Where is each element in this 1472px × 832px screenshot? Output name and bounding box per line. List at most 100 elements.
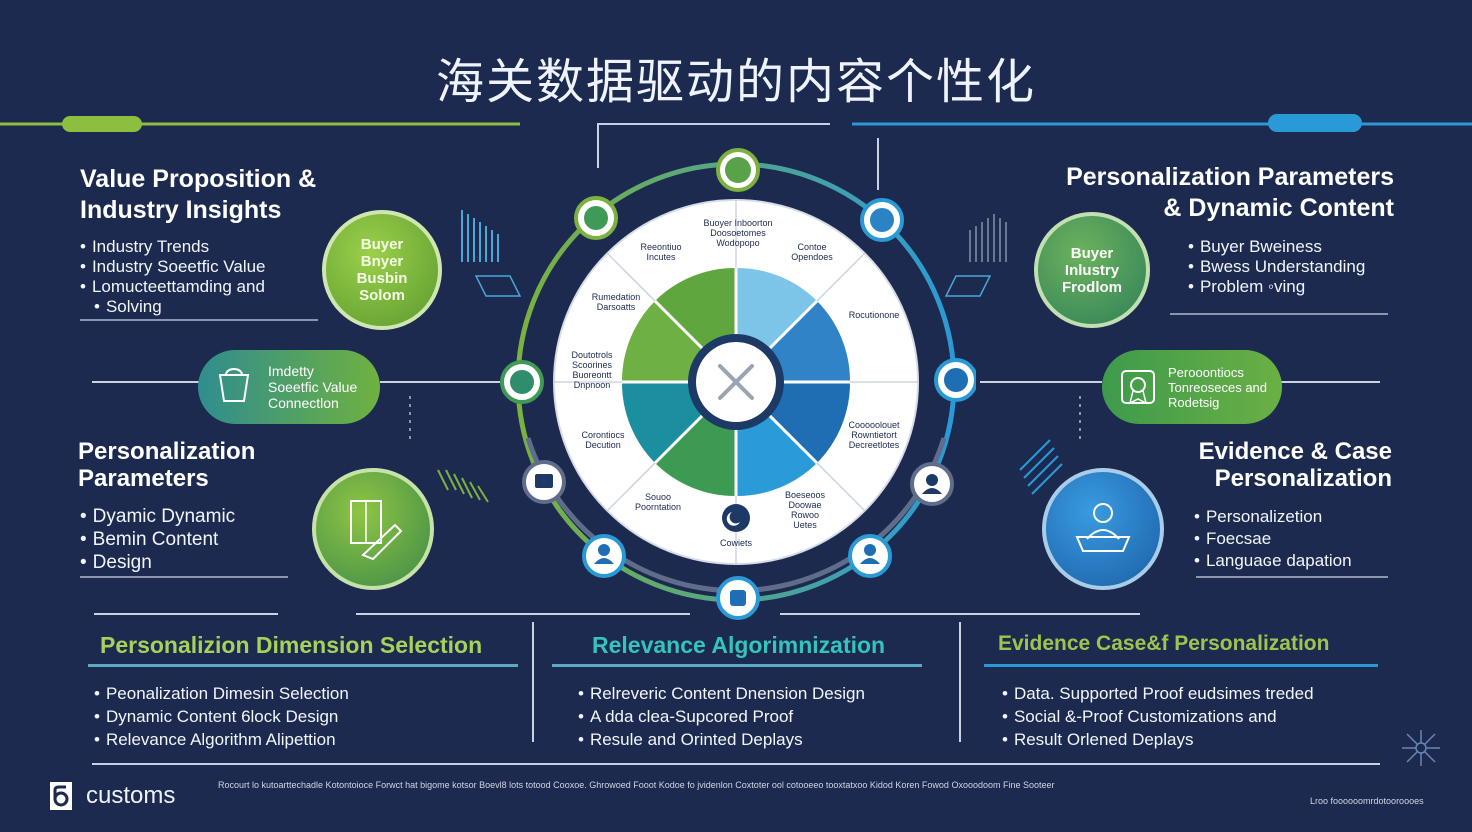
- heading-line: Personalization: [1214, 465, 1392, 492]
- pill-line: Tonreoseces and: [1168, 379, 1268, 395]
- meeting-icon: [1075, 503, 1131, 552]
- section-title-dimension: Personalizion Dimension Selection: [100, 632, 483, 658]
- user-badge-icon[interactable]: [848, 534, 892, 578]
- bubble-line: Inlustry: [1064, 261, 1120, 279]
- heading-line: Personalization: [78, 438, 256, 465]
- pill-line: Soeetfic Value: [268, 379, 358, 395]
- wheel-label-line: Rumedation: [591, 292, 641, 302]
- bubble-line: Solom: [359, 287, 405, 304]
- personalization-dynamic-heading: Personalization Parameters & Dynamic Con…: [1040, 162, 1394, 224]
- wheel-label: Contoe Opendoes: [780, 242, 844, 262]
- globe-icon[interactable]: [576, 198, 620, 242]
- page-title: 海关数据驱动的内容个性化: [435, 54, 1036, 110]
- wheel-label: Cooooolouet Rowntietort Decreetlotes: [842, 420, 906, 450]
- bubble-line: Buyer: [1070, 244, 1114, 262]
- evidence-case-list: Personalizetion Foecsae Languaɢe dapatio…: [1194, 506, 1352, 572]
- personalization-dynamic-list: Buyer Bweiness Bwess Understanding Probl…: [1188, 237, 1365, 297]
- wheel-label: Souoo Poorntation: [628, 492, 688, 512]
- list-item: Languaɢe dapation: [1194, 550, 1352, 572]
- logo-icon: [50, 782, 72, 810]
- person-icon[interactable]: [910, 462, 954, 506]
- list-item: Bwess Understanding: [1188, 257, 1365, 277]
- network-icon[interactable]: [500, 360, 544, 404]
- earth-icon[interactable]: [934, 358, 978, 402]
- wheel-label: Buoyer Inboorton Doosoetomes Wodopopo: [690, 218, 786, 248]
- pill-line: Connectlon: [268, 395, 339, 411]
- moon-icon: [726, 512, 740, 526]
- list-item: Personalizetion: [1194, 506, 1352, 528]
- list-item: Bemin Content: [80, 528, 235, 551]
- footer-fine-print: Rocourt lo kutoarttechadle Kotontoioce F…: [218, 780, 1055, 790]
- list-item: Buyer Bweiness: [1188, 237, 1365, 257]
- section-list-relevance: Relreveric Content Dnension Design A dda…: [578, 682, 865, 751]
- list-item: Foecsae: [1194, 528, 1352, 550]
- list-item: Industry Soeetfic Value: [80, 257, 320, 277]
- evidence-case-heading: Evidence & Case Personalization: [1150, 438, 1392, 492]
- wheel-label-line: Doutotrols: [571, 350, 613, 360]
- value-proposition-heading: Value Proposition & Industry Insights: [80, 164, 316, 226]
- bubble-line: Frodlom: [1062, 278, 1122, 296]
- wheel-label-line: Buoreontt: [572, 370, 612, 380]
- wheel-label-line: Souoo: [644, 492, 672, 502]
- meeting-bubble: [1042, 468, 1164, 590]
- ring-nodes: [500, 148, 976, 620]
- list-item: Dynamic Content 6lock Design: [94, 705, 349, 728]
- industry-value-pill: Imdetty Soeetfic Value Connectlon: [198, 350, 380, 424]
- wheel-label: Rumedation Darsoatts: [584, 292, 648, 312]
- heading-line: Personalization Parameters: [1066, 163, 1394, 191]
- personalization-parameters-list: Dyamic Dynamic Bemin Content Design: [80, 505, 236, 574]
- wheel-label-line: Wodopopo: [716, 238, 760, 248]
- list-item: Relevance Algorithm Alipettion: [94, 728, 349, 751]
- list-item: Design: [80, 551, 235, 574]
- wheel-diagram: [500, 148, 976, 620]
- wheel-label-line: Uetes: [793, 520, 817, 530]
- list-item: Dyamic Dynamic: [80, 505, 236, 528]
- buyer-bubble: Buyer Bnyer Busbin Solom: [322, 210, 442, 330]
- certificate-pill: Perooontiocs Tonreoseces and Rodetsig: [1102, 350, 1282, 424]
- certificate-icon: [1121, 370, 1155, 405]
- bubble-line: Bnyer: [360, 253, 404, 270]
- moon-node: [722, 504, 750, 532]
- list-item: Problem ◦ving: [1188, 277, 1365, 297]
- list-item: Relreveric Content Dnension Design: [578, 682, 865, 705]
- list-item-continuation: Solving: [105, 297, 162, 316]
- section-title-evidence: Evidence Case&f Personalization: [998, 632, 1330, 655]
- door-hand-bubble: [312, 468, 434, 590]
- section-underline: [552, 664, 922, 667]
- wheel-label-line: Corontiocs: [581, 430, 625, 440]
- pill-line: Perooontiocs: [1168, 364, 1244, 380]
- wheel-label: Corontiocs Decution: [572, 430, 634, 450]
- wheel-label-line: Reeontiuo: [640, 242, 682, 252]
- heading-line: Value Proposition &: [80, 165, 317, 193]
- wheel-label-line: Opendoes: [791, 252, 833, 262]
- wheel-label-line: Incutes: [646, 252, 676, 262]
- personalization-parameters-heading: Personalization Parameters: [78, 438, 255, 492]
- customs-logo[interactable]: customs: [46, 778, 175, 814]
- database-icon[interactable]: [716, 576, 760, 620]
- wheel-label-line: Doowae: [788, 500, 822, 510]
- heading-line: Parameters: [78, 465, 209, 492]
- wheel-label-line: Decreetlotes: [848, 440, 900, 450]
- wallet-icon[interactable]: [522, 460, 566, 504]
- value-proposition-list: Industry Trends Industry Soeetfic Value …: [80, 237, 320, 317]
- wheel-label-line: Boeseoos: [784, 490, 826, 500]
- list-item: Solving: [80, 297, 320, 317]
- logo-text: customs: [86, 782, 176, 809]
- section-title-relevance: Relevance Algorimnization: [592, 632, 886, 658]
- wheel-label-line: Buoyer Inboorton: [703, 218, 773, 228]
- list-item: Industry Trends: [80, 237, 320, 257]
- buyer-industry-bubble: Buyer Inlustry Frodlom: [1034, 212, 1150, 328]
- list-item: Social &-Proof Customizations and: [1002, 705, 1314, 728]
- list-item: Resule and Orinted Deplays: [578, 728, 865, 751]
- tools-icon: [718, 364, 754, 400]
- wheel-label-line: Rocutionone: [848, 310, 900, 320]
- list-item: A dda clea-Supcored Proof: [578, 705, 865, 728]
- wheel-label-line: Poorntation: [634, 502, 682, 512]
- section-underline: [984, 664, 1378, 667]
- user-icon[interactable]: [582, 534, 626, 578]
- footer-right-note: Lroo foooooomrdotooroooes: [1310, 796, 1424, 806]
- heading-line: & Dynamic Content: [1163, 194, 1394, 222]
- lock-icon[interactable]: [718, 150, 762, 194]
- world-icon[interactable]: [860, 200, 904, 244]
